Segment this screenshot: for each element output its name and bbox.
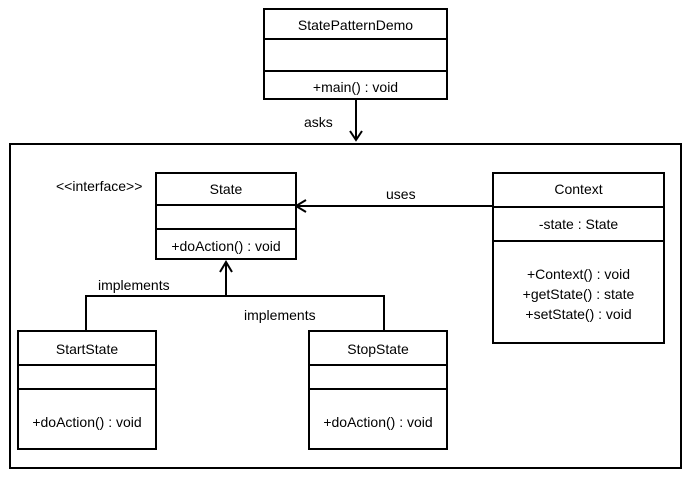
class-statepatterndemo: StatePatternDemo +main() : void <box>263 8 448 100</box>
operation: +main() : void <box>312 79 399 95</box>
operation-getstate: +getState() : state <box>522 286 635 302</box>
operation: +doAction() : void <box>171 238 281 254</box>
class-name: Context <box>554 181 603 197</box>
operations-section: +doAction() : void <box>19 388 155 448</box>
implements-line-left <box>85 295 226 330</box>
class-stopstate: StopState +doAction() : void <box>308 330 448 450</box>
attributes-section <box>157 204 295 228</box>
implements-label-right: implements <box>244 307 316 323</box>
attributes-section <box>265 38 446 70</box>
class-name: StopState <box>347 341 409 357</box>
operation: +doAction() : void <box>323 414 433 430</box>
class-name: State <box>209 181 243 197</box>
class-name: StartState <box>55 341 119 357</box>
asks-arrow-head <box>349 130 363 142</box>
operations-section: +Context() : void +getState() : state +s… <box>494 240 663 342</box>
implements-line-right <box>226 295 385 330</box>
operations-section: +doAction() : void <box>310 388 446 448</box>
operation-context: +Context() : void <box>526 266 631 282</box>
implements-label-left: implements <box>98 277 170 293</box>
operations-section: +doAction() : void <box>157 228 295 258</box>
class-name: StatePatternDemo <box>297 17 414 33</box>
diagram-frame <box>9 143 682 469</box>
class-context: Context -state : State +Context() : void… <box>492 172 665 344</box>
asks-label: asks <box>304 114 333 130</box>
operation-setstate: +setState() : void <box>525 306 632 322</box>
operations-section: +main() : void <box>265 70 446 98</box>
operation: +doAction() : void <box>32 414 142 430</box>
class-startstate: StartState +doAction() : void <box>17 330 157 450</box>
attributes-section <box>19 364 155 388</box>
implements-arrow-head <box>219 260 233 273</box>
attribute: -state : State <box>538 216 619 232</box>
attributes-section: -state : State <box>494 206 663 240</box>
interface-stereotype: <<interface>> <box>56 178 143 194</box>
uses-label: uses <box>386 186 416 202</box>
class-state: State +doAction() : void <box>155 172 297 260</box>
attributes-section <box>310 364 446 388</box>
